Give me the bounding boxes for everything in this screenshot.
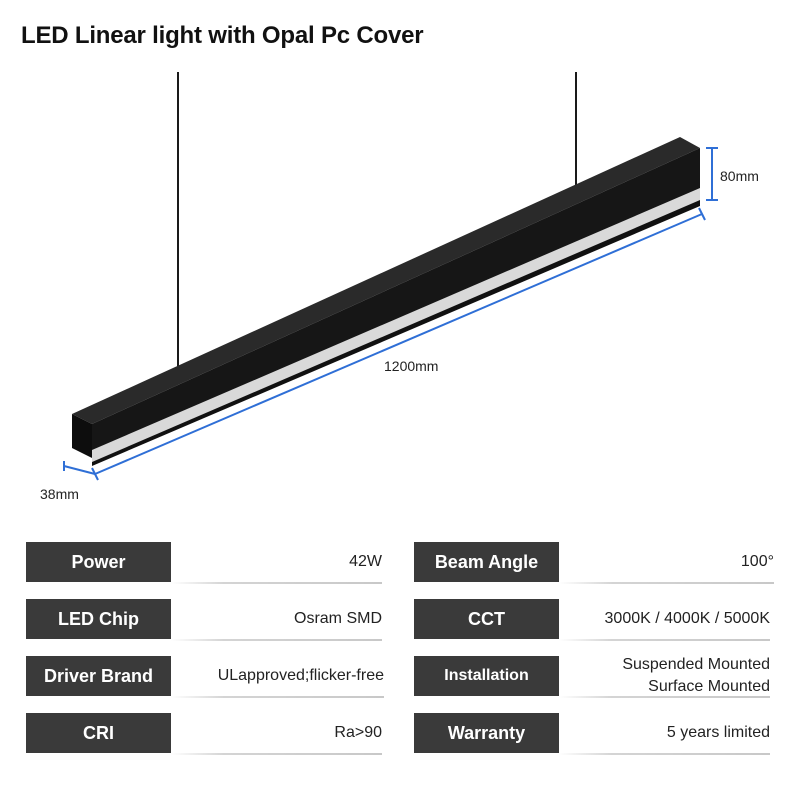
spec-divider xyxy=(171,639,382,641)
spec-divider xyxy=(171,753,382,755)
spec-row-led-chip: LED Chip Osram SMD xyxy=(26,599,382,641)
diffuser-edge xyxy=(92,200,700,466)
spec-label: Power xyxy=(26,542,171,582)
spec-value: 3000K / 4000K / 5000K xyxy=(604,610,770,627)
spec-label: CRI xyxy=(26,713,171,753)
spec-row-installation: Installation Suspended Mounted Surface M… xyxy=(414,656,770,698)
spec-divider xyxy=(559,639,770,641)
spec-label: Installation xyxy=(414,656,559,696)
spec-row-driver-brand: Driver Brand ULapproved;flicker-free xyxy=(26,656,384,698)
installation-value-line2: Surface Mounted xyxy=(648,678,770,695)
height-dimension-line xyxy=(706,147,718,201)
width-dimension-line xyxy=(63,461,96,475)
spec-row-cct: CCT 3000K / 4000K / 5000K xyxy=(414,599,770,641)
spec-value: Ra>90 xyxy=(334,724,382,741)
spec-divider xyxy=(559,582,774,584)
opal-diffuser xyxy=(92,188,700,462)
spec-value: 100° xyxy=(740,553,774,570)
fixture-top-face xyxy=(72,137,700,424)
length-dimension-line xyxy=(91,207,706,481)
linear-light-illustration xyxy=(63,72,718,481)
spec-value: 42W xyxy=(349,553,382,570)
spec-value: ULapproved;flicker-free xyxy=(217,667,384,684)
length-dimension-label: 1200mm xyxy=(384,358,439,374)
spec-divider xyxy=(559,696,770,698)
spec-value: 5 years limited xyxy=(666,724,770,741)
spec-label: Driver Brand xyxy=(26,656,171,696)
installation-value-line1: Suspended Mounted xyxy=(622,656,770,673)
width-dimension-label: 38mm xyxy=(40,486,79,502)
page-title: LED Linear light with Opal Pc Cover xyxy=(21,22,424,49)
spec-value: Suspended Mounted Surface Mounted xyxy=(559,656,770,696)
spec-row-beam-angle: Beam Angle 100° xyxy=(414,542,774,584)
spec-label: Warranty xyxy=(414,713,559,753)
spec-divider xyxy=(171,582,382,584)
spec-value: Osram SMD xyxy=(294,610,382,627)
fixture-front-face xyxy=(72,414,92,458)
height-dimension-label: 80mm xyxy=(720,168,759,184)
spec-label: CCT xyxy=(414,599,559,639)
spec-label: Beam Angle xyxy=(414,542,559,582)
spec-row-power: Power 42W xyxy=(26,542,382,584)
spec-divider xyxy=(559,753,770,755)
spec-divider xyxy=(171,696,384,698)
spec-row-warranty: Warranty 5 years limited xyxy=(414,713,770,755)
spec-label: LED Chip xyxy=(26,599,171,639)
fixture-side-face xyxy=(92,148,700,458)
spec-row-cri: CRI Ra>90 xyxy=(26,713,382,755)
